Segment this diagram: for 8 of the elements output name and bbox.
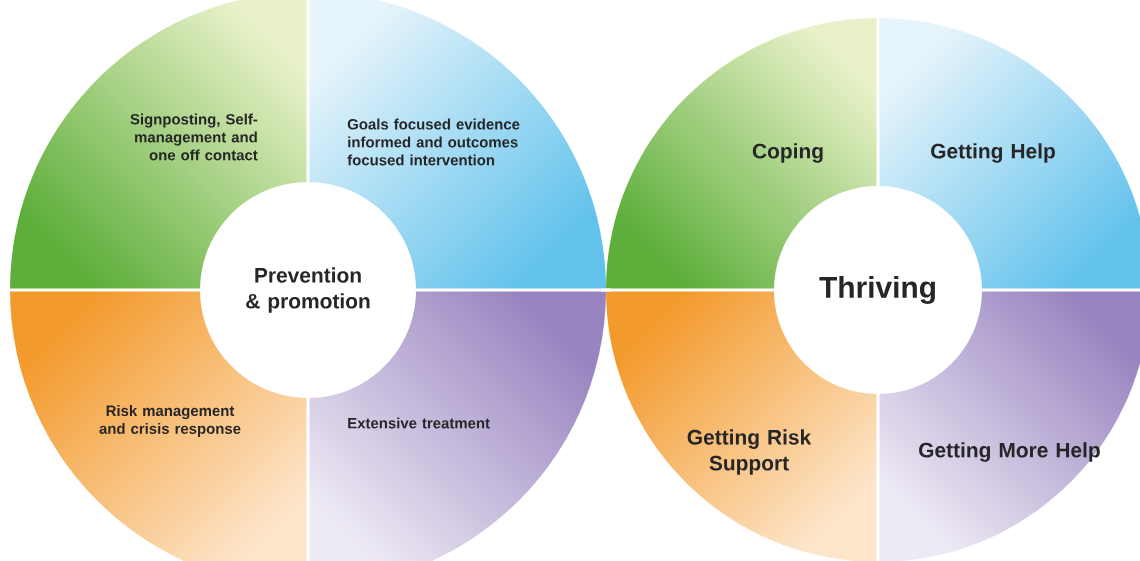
quadrant-label: Signposting, Self-management and one off contact [130,113,258,161]
quadrant-label: Getting Risk Support [687,429,812,475]
quadrant-label: Coping [752,143,823,163]
quadrant-label: Extensive treatment [348,417,490,429]
quadrant-label: Getting More Help [919,442,1100,462]
quadrant-label: Risk management and crisis response [99,405,241,437]
quadrant-label: Getting Help [931,143,1055,163]
quadrant-label: Goals focused evidence informed and outcomes focused intervention [347,118,520,166]
